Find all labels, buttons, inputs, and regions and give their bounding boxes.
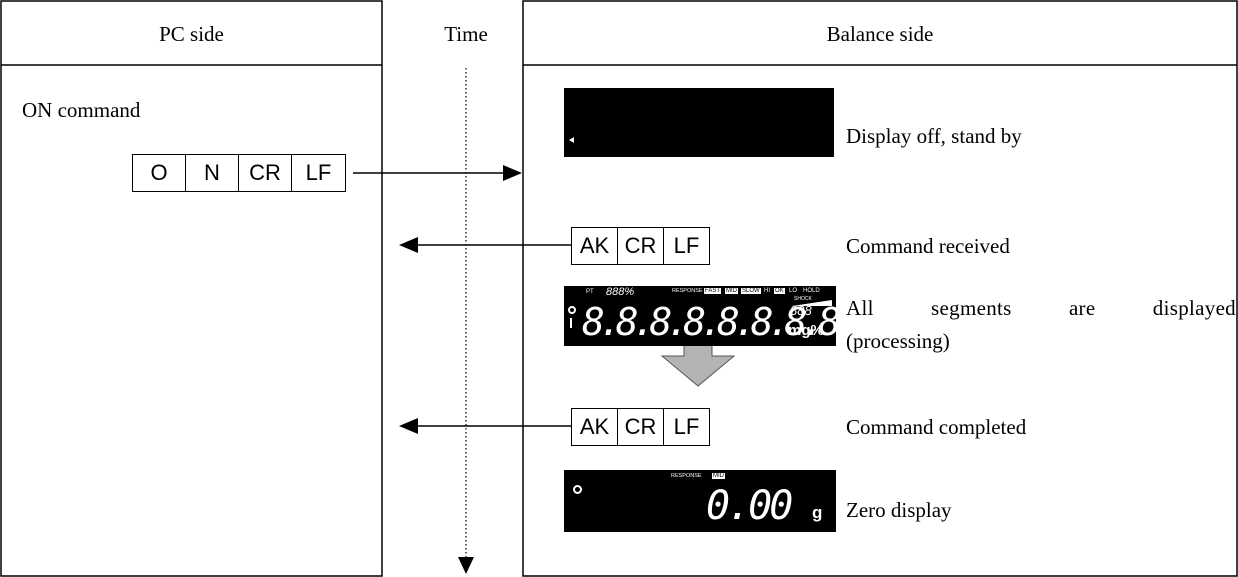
zero-unit: g [812, 503, 823, 522]
zero-mid-label: MID [712, 473, 725, 479]
indicator-fast: FAST [704, 288, 722, 294]
indicator-mid: MID [725, 288, 738, 294]
indicator-hold: HOLD [803, 288, 820, 294]
step-all-segments: All segments are displayed [846, 296, 1236, 320]
byte-cr: CR [618, 228, 664, 264]
all-segment-units: mg% [788, 322, 824, 339]
balance-side-header: Balance side [826, 22, 934, 46]
zero-response-label: RESPONSE [671, 473, 702, 479]
byte-lf: LF [673, 233, 700, 258]
lcd-zero-display: RESPONSE MID 0.00 g [564, 470, 836, 532]
completed-ack-bytes: AK CR LF [571, 408, 710, 446]
lcd-off-indicator-icon [569, 137, 574, 143]
stable-mark-icon [568, 306, 576, 314]
balance-side-panel [522, 0, 1238, 577]
indicator-lo: LO [789, 288, 798, 294]
completed-arrow-head [399, 418, 418, 434]
stable-mark-icon [573, 485, 582, 494]
all-segment-small-digits: 888 [790, 303, 812, 318]
indicator-response: RESPONSE [672, 288, 703, 294]
shock-wedge-icon [792, 300, 832, 306]
time-arrow-head [458, 557, 474, 574]
step-zero-display: Zero display [846, 498, 952, 522]
all-segment-digits: 8.8.8.8.8.8.8.8 [582, 300, 841, 344]
indicator-ok: OK [774, 288, 785, 294]
byte-cr: CR [239, 155, 292, 191]
lcd-all-segments-display: PT 888% RESPONSE FAST MID SLOW HI OK LO … [564, 286, 841, 346]
indicator-shock: SHOCK [794, 296, 812, 302]
byte-n: N [186, 155, 239, 191]
processing-arrow [660, 340, 736, 387]
byte-lf: LF [305, 160, 332, 185]
step-command-completed: Command completed [846, 415, 1027, 439]
on-command-arrow-head [503, 165, 522, 181]
pc-side-header: PC side [159, 22, 224, 46]
indicator-slow: SLOW [741, 288, 761, 294]
byte-cr: CR [618, 409, 664, 445]
byte-o: O [133, 155, 186, 191]
on-command-bytes: O N CR LF [132, 154, 346, 192]
step-display-off: Display off, stand by [846, 124, 1022, 148]
byte-ak: AK [572, 228, 618, 264]
byte-ak: AK [572, 409, 618, 445]
indicator-pt: PT [586, 289, 594, 295]
zero-value: 0.00 [706, 483, 793, 529]
byte-lf: LF [673, 414, 700, 439]
received-ack-bytes: AK CR LF [571, 227, 710, 265]
received-arrow-head [399, 237, 418, 253]
indicator-percent-digits: 888% [606, 286, 635, 298]
lcd-off-display [564, 88, 834, 157]
pc-side-panel [0, 0, 383, 577]
step-processing: (processing) [846, 329, 950, 353]
step-command-received: Command received [846, 234, 1010, 258]
indicator-hi: HI [764, 288, 770, 294]
on-command-title: ON command [22, 98, 141, 122]
time-header: Time [444, 22, 488, 46]
bar-indicator-icon [570, 318, 572, 328]
